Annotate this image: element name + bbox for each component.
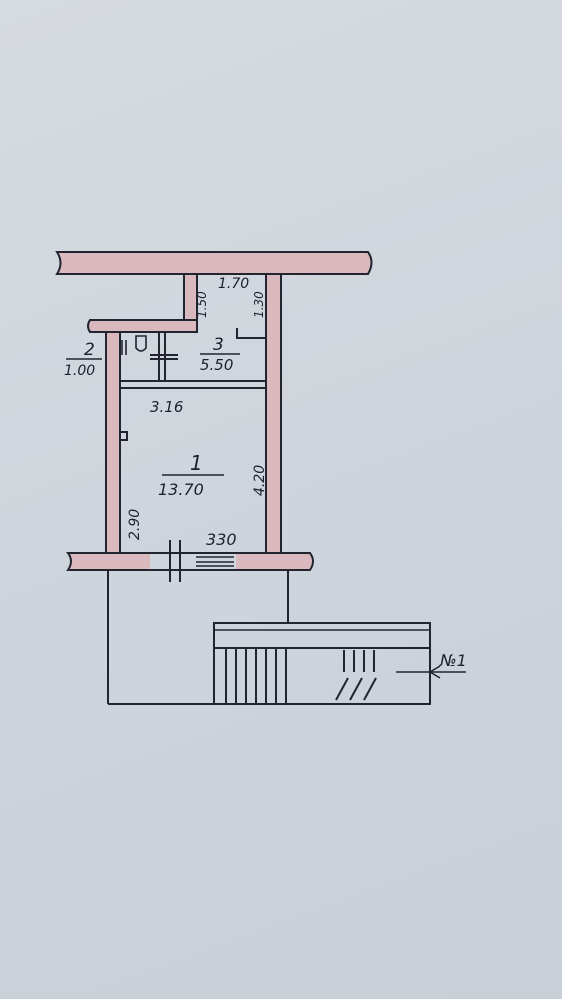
dim-right-top: 1.30	[252, 291, 266, 318]
room-2-number: 2	[84, 340, 95, 360]
entrance-marker-label: №1	[439, 651, 467, 670]
marker-arrow	[429, 665, 466, 679]
dim-partition-width: 3.16	[150, 398, 183, 416]
staircase	[213, 622, 431, 705]
dim-bottom-width: 330	[206, 530, 237, 549]
exterior-outline	[107, 570, 430, 705]
dim-top-width: 1.70	[218, 276, 249, 292]
room-3-number: 3	[213, 335, 224, 355]
toilet-icon	[121, 335, 147, 355]
room-1-area: 13.70	[158, 480, 204, 499]
dim-left-height: 2.90	[127, 509, 143, 540]
partition-wall	[120, 380, 266, 389]
room-2-area: 1.00	[64, 363, 95, 379]
top-exterior-wall	[55, 251, 373, 275]
dim-right-height: 4.20	[252, 465, 268, 496]
bathroom-partition	[150, 332, 178, 381]
room-1-number: 1	[190, 451, 203, 475]
room-3-area: 5.50	[200, 356, 233, 374]
entrance-door	[150, 540, 236, 582]
left-wall	[105, 331, 121, 554]
room3-notch	[236, 328, 266, 339]
right-wall	[265, 273, 282, 554]
dim-left-top: 1.50	[195, 291, 209, 318]
inner-wall-horizontal	[87, 319, 198, 333]
left-wall-niche	[120, 431, 128, 441]
